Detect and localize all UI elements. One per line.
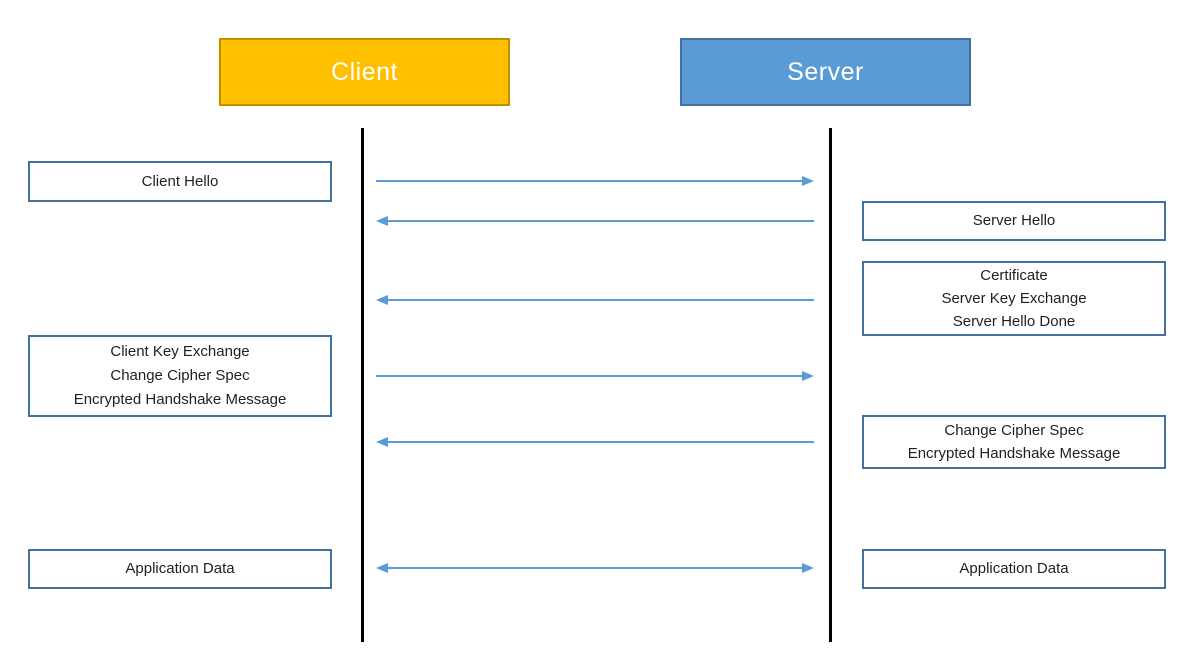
client-actor-box: Client	[219, 38, 510, 106]
arrowhead-right	[802, 176, 814, 186]
message-line: Application Data	[125, 560, 235, 577]
client-actor-label: Client	[331, 57, 398, 86]
arrowhead-left	[376, 216, 388, 226]
certificate-box: Certificate Server Key Exchange Server H…	[862, 261, 1166, 336]
message-line: Change Cipher Spec	[944, 422, 1084, 439]
arrowhead-left	[376, 563, 388, 573]
client-lifeline	[361, 128, 364, 642]
message-line: Change Cipher Spec	[110, 367, 250, 384]
arrow-client-hello	[376, 175, 814, 187]
server-hello-box: Server Hello	[862, 201, 1166, 241]
message-line: Certificate	[980, 267, 1048, 284]
arrow-shaft	[384, 567, 806, 569]
message-line: Application Data	[959, 560, 1069, 577]
server-actor-box: Server	[680, 38, 971, 106]
message-line: Server Hello Done	[952, 313, 1076, 330]
arrow-shaft	[376, 375, 806, 377]
client-key-exchange-box: Client Key Exchange Change Cipher Spec E…	[28, 335, 332, 417]
message-line: Client Hello	[141, 172, 219, 190]
arrow-certificate	[376, 294, 814, 306]
server-change-cipher-box: Change Cipher Spec Encrypted Handshake M…	[862, 415, 1166, 469]
arrow-server-hello	[376, 215, 814, 227]
arrow-change-cipher-spec	[376, 436, 814, 448]
server-actor-label: Server	[787, 57, 864, 86]
client-application-data-box: Application Data	[28, 549, 332, 589]
client-hello-box: Client Hello	[28, 161, 332, 202]
arrow-shaft	[384, 441, 814, 443]
message-line: Server Key Exchange	[941, 290, 1087, 307]
server-lifeline	[829, 128, 832, 642]
arrowhead-left	[376, 437, 388, 447]
arrow-shaft	[384, 299, 814, 301]
arrow-shaft	[376, 180, 806, 182]
arrowhead-right	[802, 371, 814, 381]
message-line: Server Hello	[972, 212, 1056, 229]
server-application-data-box: Application Data	[862, 549, 1166, 589]
arrowhead-left	[376, 295, 388, 305]
message-line: Encrypted Handshake Message	[907, 445, 1121, 462]
arrow-client-key-exchange	[376, 370, 814, 382]
arrowhead-right	[802, 563, 814, 573]
message-line: Encrypted Handshake Message	[73, 391, 287, 408]
arrow-shaft	[384, 220, 814, 222]
arrow-application-data	[376, 562, 814, 574]
message-line: Client Key Exchange	[110, 343, 250, 360]
